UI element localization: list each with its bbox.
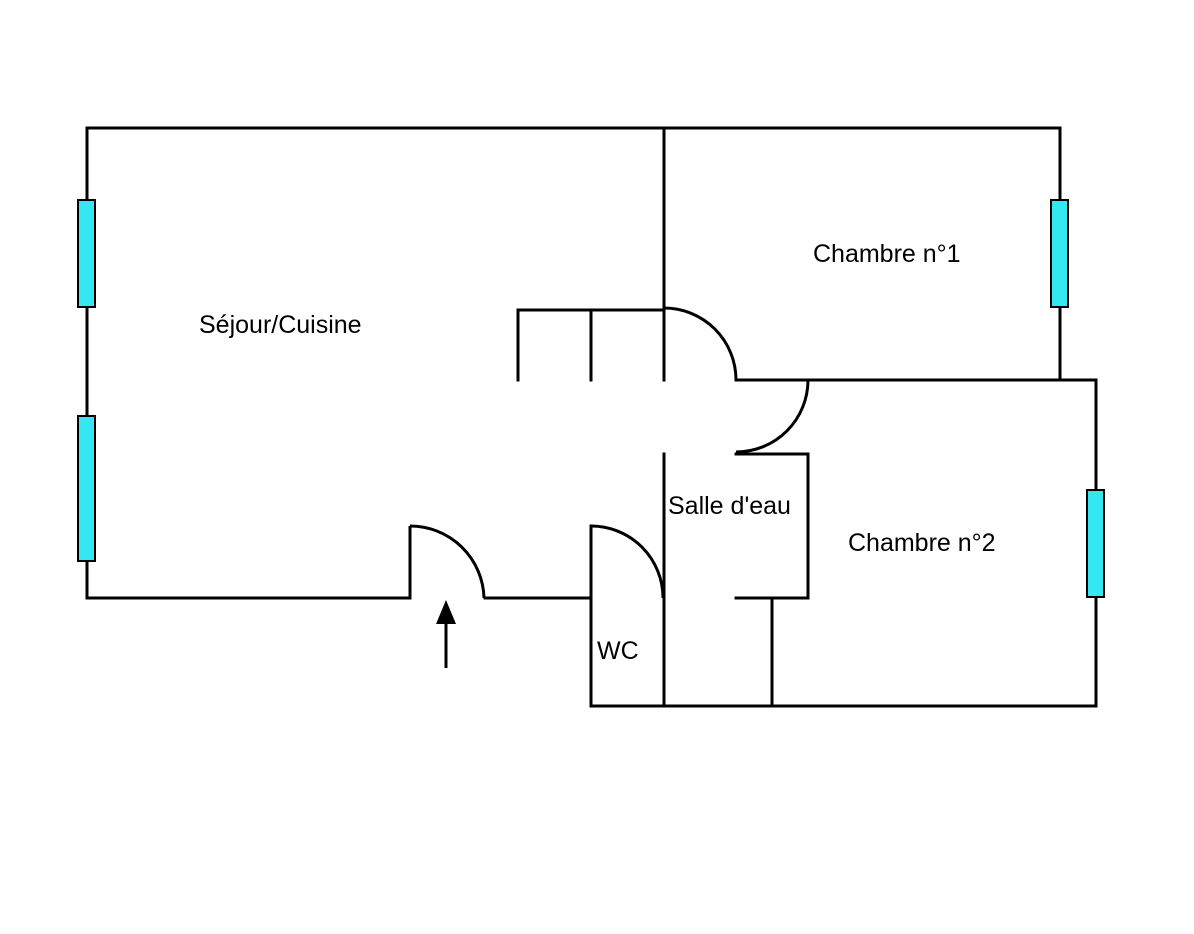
room-label-salle-eau: Salle d'eau (668, 492, 791, 520)
salle-eau-door (735, 379, 810, 454)
kitchen-closet (516, 308, 666, 382)
entrance-door (408, 524, 486, 599)
room-labels: Séjour/Cuisine Chambre n°1 Salle d'eau C… (199, 240, 996, 665)
chambre1-door (663, 306, 738, 381)
window-chambre2 (1086, 489, 1105, 598)
wc-door-swing (590, 524, 665, 599)
exterior-walls (85, 126, 1098, 708)
room-label-wc: WC (597, 637, 639, 665)
chambre1-door-swing (663, 306, 738, 381)
window-chambre1 (1050, 199, 1069, 308)
entrance-arrow (436, 600, 456, 668)
window-sejour-lower (77, 415, 96, 562)
salle-eau-door-swing (735, 379, 810, 454)
room-label-chambre-1: Chambre n°1 (813, 240, 961, 268)
window-sejour-upper (77, 199, 96, 308)
entrance-door-swing (409, 524, 486, 599)
wc-door (590, 524, 665, 599)
interior-walls (589, 126, 1062, 708)
room-label-chambre-2: Chambre n°2 (848, 529, 996, 557)
entrance-arrow-head (436, 600, 456, 624)
doors (408, 306, 810, 599)
room-label-sejour-cuisine: Séjour/Cuisine (199, 311, 362, 339)
windows (77, 199, 1105, 598)
